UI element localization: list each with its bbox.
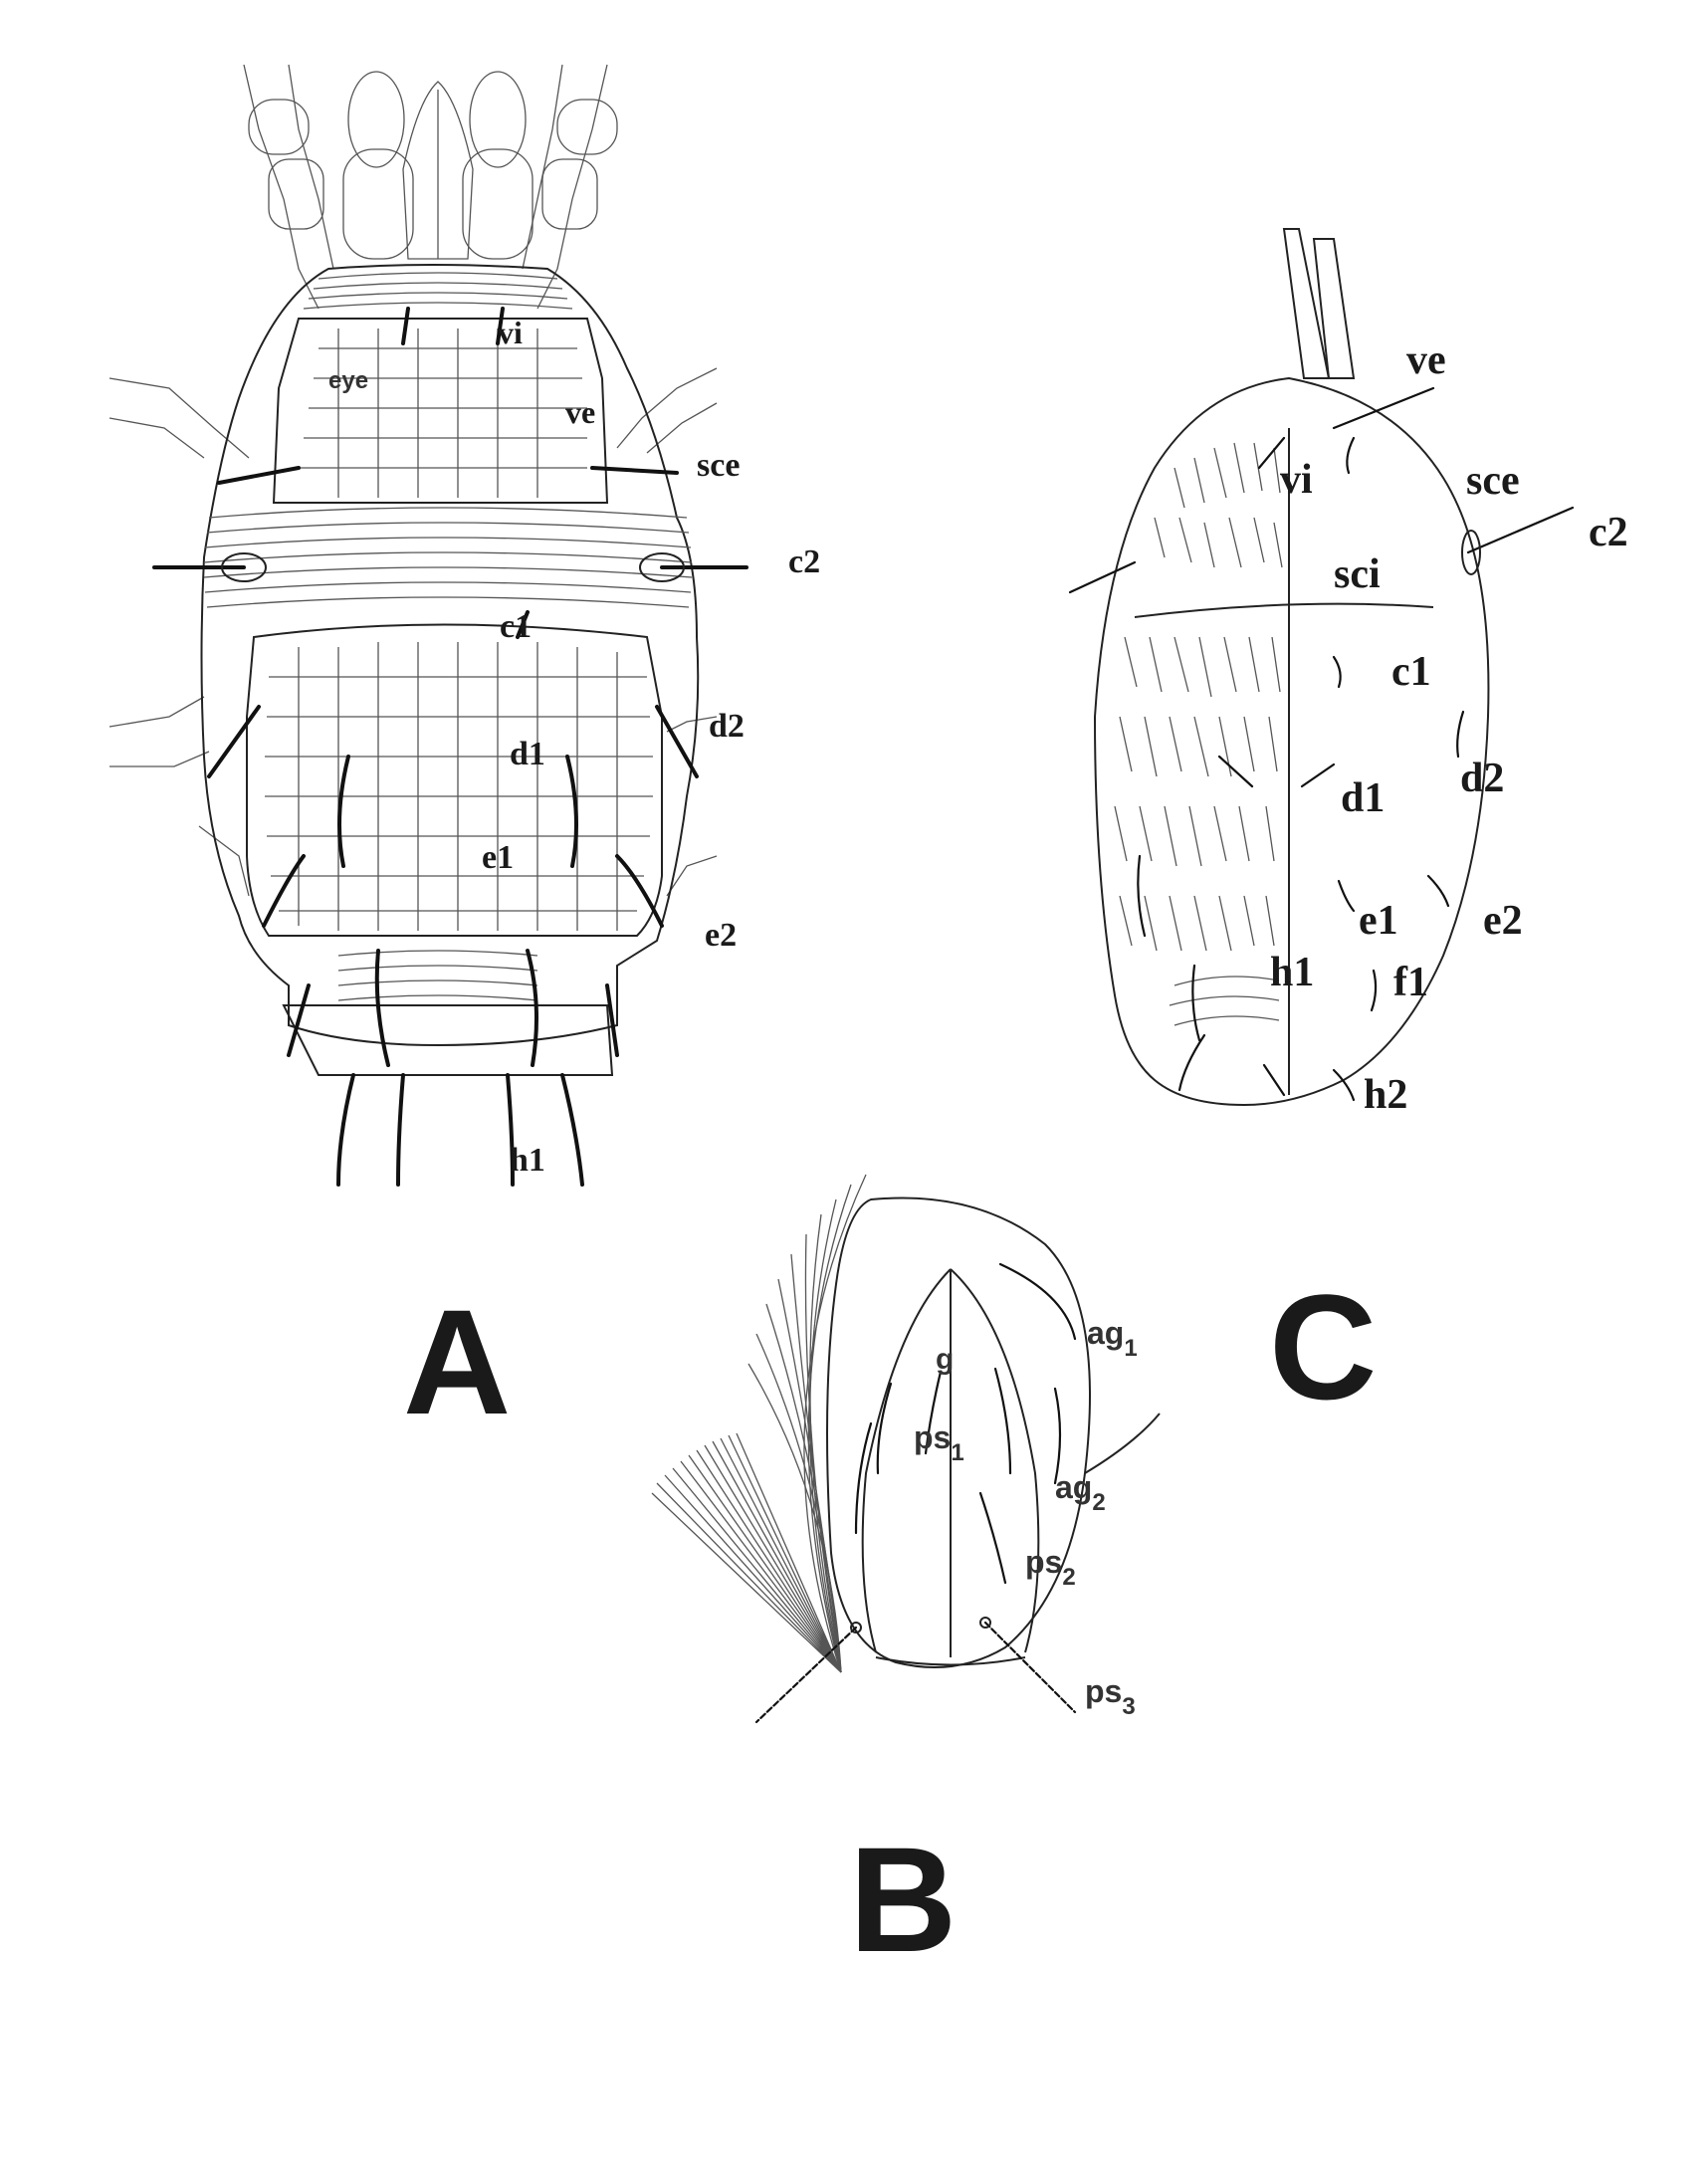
panel-b-letter: B — [849, 1816, 957, 1983]
panel-c-chelicera — [1312, 238, 1356, 379]
label-c-e1: e1 — [1359, 898, 1398, 944]
panel-a-drawing — [108, 64, 748, 1187]
panel-b-setae — [854, 1262, 1077, 1585]
label-c-vi: vi — [1280, 457, 1313, 503]
panel-a-reticulation — [265, 328, 653, 931]
panel-a-body-outline — [200, 264, 700, 1047]
panel-c-setae — [1068, 386, 1575, 1102]
label-c-sce: sce — [1466, 458, 1520, 504]
label-a-h1: h1 — [510, 1142, 545, 1179]
panel-c-gnathosoma — [1282, 228, 1331, 379]
panel-b-seta-fan — [651, 1174, 867, 1673]
panel-c-c2-socket — [1461, 530, 1481, 575]
label-a-eye: eye — [328, 367, 368, 394]
panel-b-barbed-setae — [754, 1621, 1077, 1724]
label-a-e2: e2 — [705, 917, 737, 954]
panel-a-letter: A — [403, 1278, 511, 1445]
panel-b-genital-plates — [861, 1268, 1040, 1653]
label-a-d2: d2 — [709, 708, 745, 745]
panel-b-side-line — [1084, 1413, 1161, 1474]
panel-b-posterior-margin — [875, 1656, 1026, 1666]
panel-c-body-outline — [1093, 376, 1490, 1107]
label-b-ps1: ps1 — [914, 1419, 964, 1466]
panel-a-labels: vi eye ve sce c2 c1 d2 d1 e1 e2 h1 — [328, 315, 820, 1179]
label-a-ve: ve — [565, 394, 595, 430]
label-c-d1: d1 — [1341, 775, 1385, 821]
panel-a-striations — [203, 272, 693, 1001]
label-b-ps3: ps3 — [1085, 1673, 1136, 1720]
panel-b-socket-left — [850, 1622, 862, 1633]
panel-a-c2-left-socket — [221, 552, 267, 582]
panel-a-c2-right-socket — [639, 552, 685, 582]
label-c-c1: c1 — [1391, 649, 1431, 695]
label-c-e2: e2 — [1483, 898, 1523, 944]
panel-c-transverse-line — [1134, 602, 1434, 618]
label-a-e1: e1 — [482, 839, 514, 876]
panel-a-shields — [246, 318, 663, 1076]
label-b-g: g — [936, 1343, 954, 1376]
label-c-sci: sci — [1334, 551, 1381, 597]
label-c-ve: ve — [1406, 337, 1446, 383]
label-a-c1: c1 — [500, 608, 532, 645]
label-a-vi: vi — [498, 315, 523, 350]
label-c-d2: d2 — [1460, 756, 1504, 801]
panel-b-drawing — [651, 1174, 1161, 1724]
panel-b-outline — [826, 1197, 1091, 1668]
panel-c-drawing — [1068, 228, 1575, 1107]
label-c-h2: h2 — [1364, 1072, 1407, 1118]
panel-c-labels: ve vi sce c2 sci c1 d1 d2 e1 e2 h1 f1 h2 — [1270, 337, 1628, 1118]
panel-b-labels: g ag1 ps1 ag2 ps2 ps3 — [914, 1315, 1138, 1720]
label-b-ps2: ps2 — [1025, 1544, 1076, 1591]
label-c-h1: h1 — [1270, 950, 1314, 995]
label-a-d1: d1 — [510, 736, 545, 772]
label-c-f1: f1 — [1393, 960, 1428, 1005]
panel-c-hatching — [1114, 442, 1283, 1026]
label-c-c2: c2 — [1589, 510, 1628, 555]
label-b-ag2: ag2 — [1055, 1469, 1106, 1516]
label-a-c2: c2 — [788, 544, 820, 580]
label-a-sce: sce — [697, 447, 740, 484]
panel-a-legs — [108, 64, 718, 897]
panel-c-letter: C — [1269, 1263, 1377, 1430]
panel-b-socket-right — [979, 1617, 991, 1629]
label-b-ag1: ag1 — [1087, 1315, 1138, 1362]
panel-a-setae — [152, 307, 748, 1187]
